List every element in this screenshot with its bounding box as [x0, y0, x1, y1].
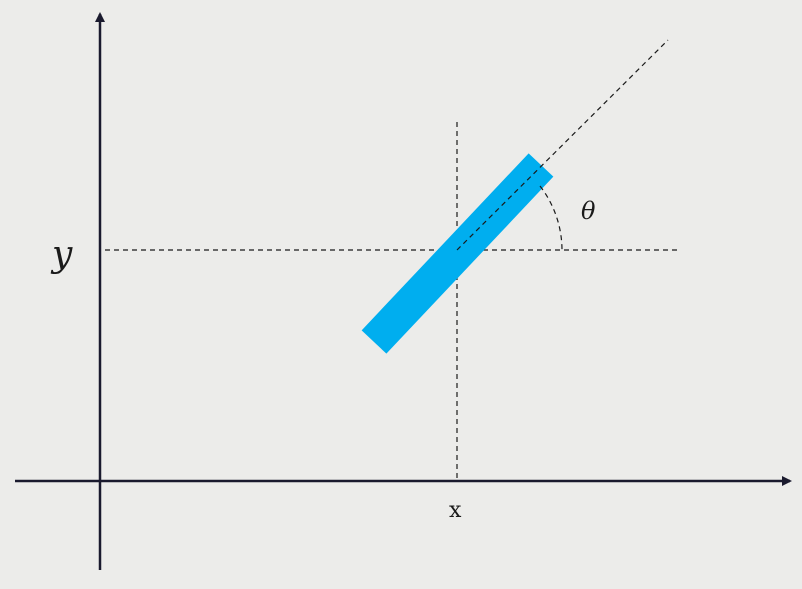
rod-bar	[361, 153, 554, 354]
theta-label: θ	[581, 197, 596, 225]
angle-arc	[539, 185, 563, 251]
x-label: x	[449, 498, 462, 523]
y-label: y	[50, 234, 73, 275]
diagonal-dashed-line	[456, 39, 669, 251]
